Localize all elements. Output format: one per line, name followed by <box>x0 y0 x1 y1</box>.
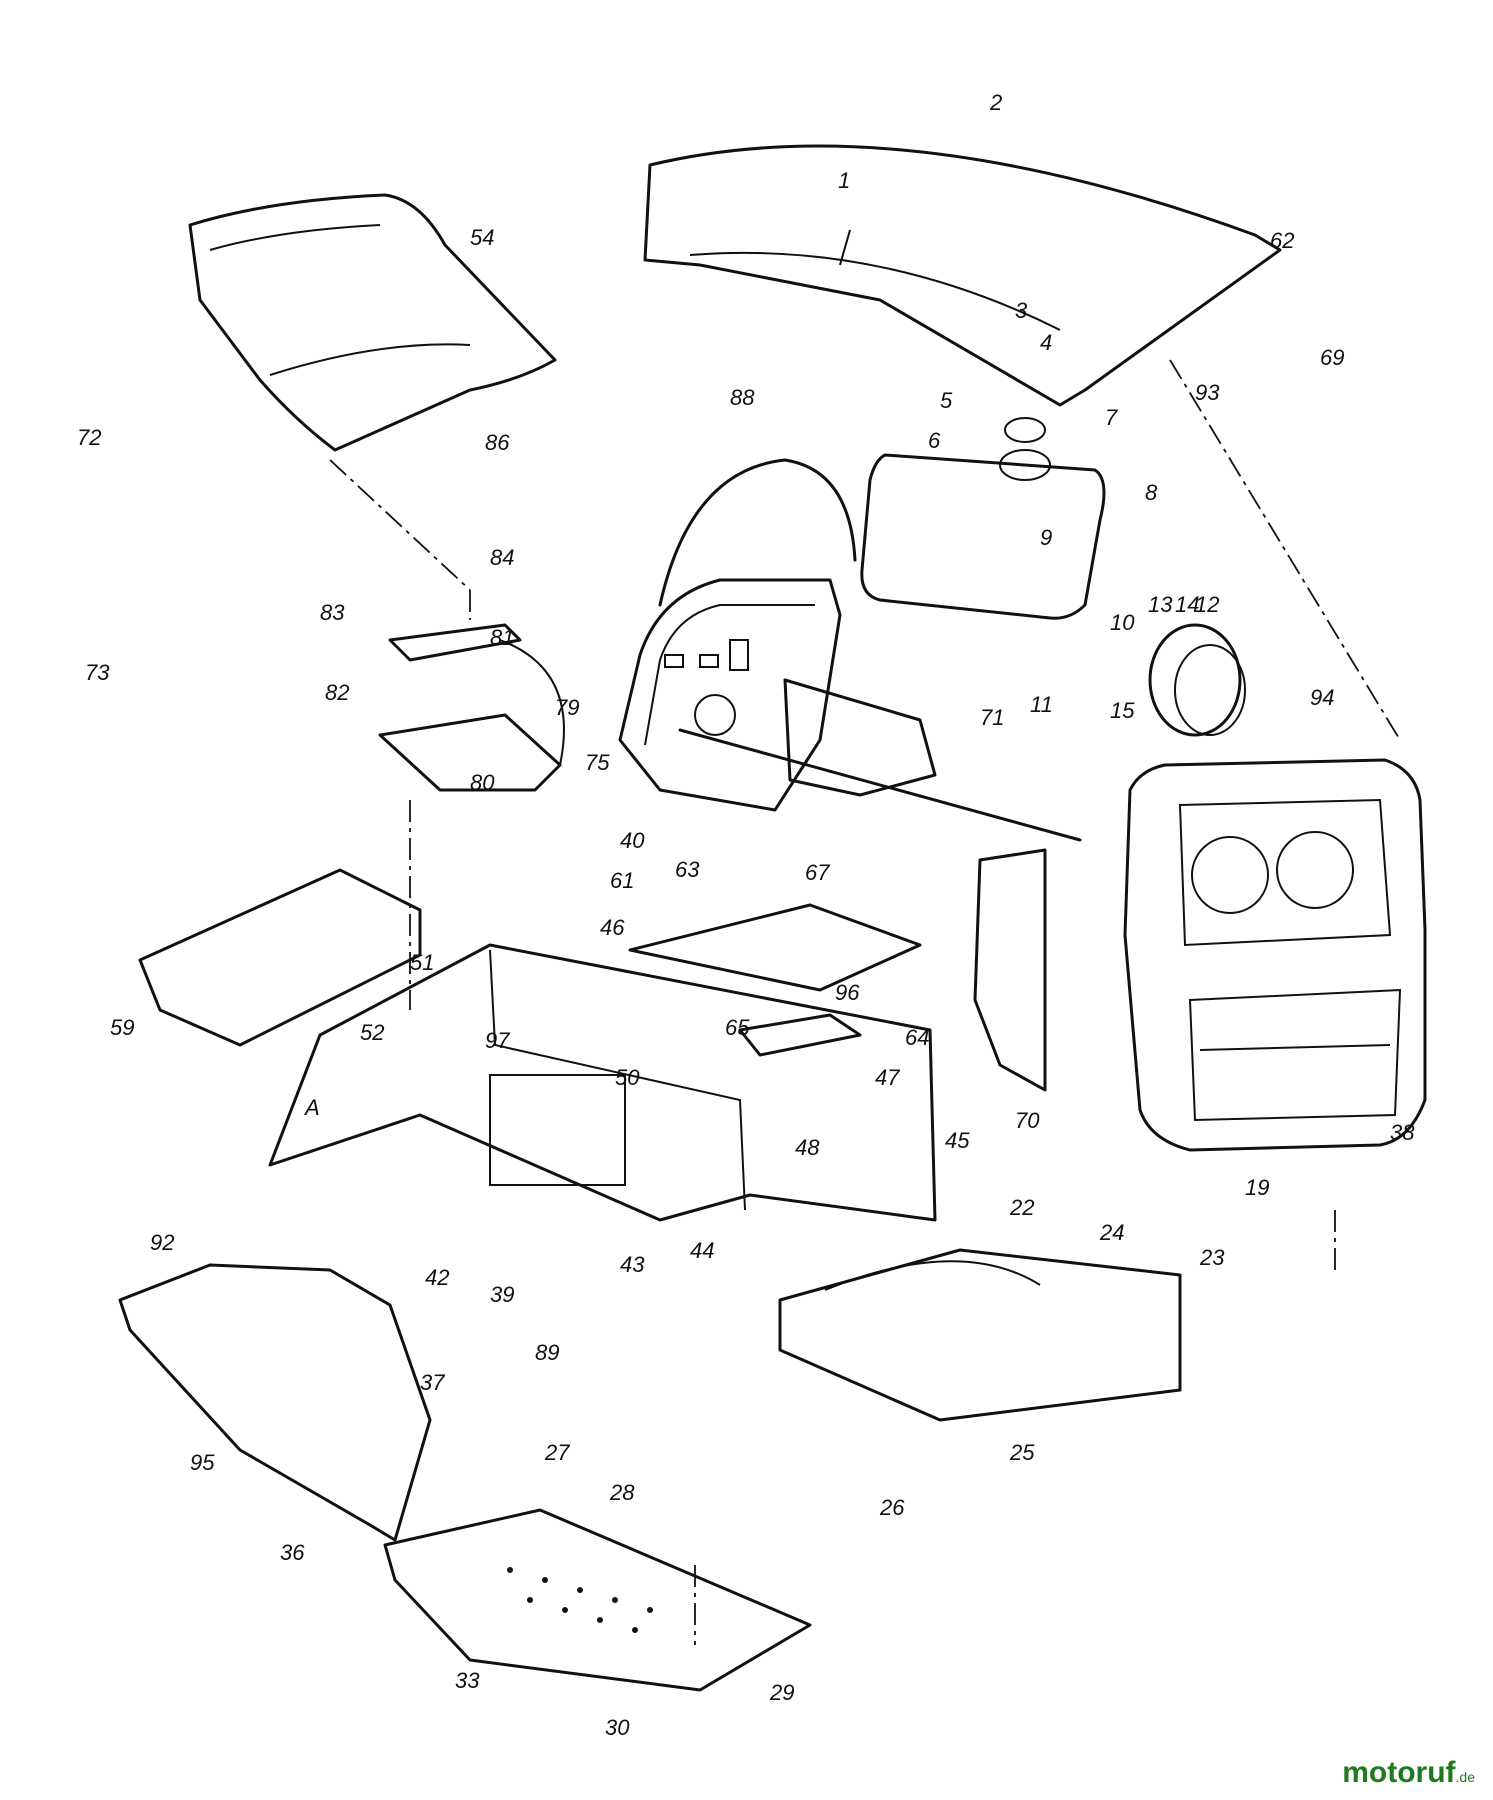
callout-label: 47 <box>875 1065 900 1090</box>
front-grille <box>1123 758 1427 1152</box>
hood <box>643 144 1282 407</box>
callout-label: 92 <box>150 1230 174 1255</box>
callout-label: 61 <box>610 868 634 893</box>
callout-label: 46 <box>600 915 625 940</box>
callout-label: 97 <box>485 1028 510 1053</box>
floor-plate <box>383 1508 812 1692</box>
callout-label: 38 <box>1390 1120 1415 1145</box>
callout-label: 12 <box>1195 592 1219 617</box>
callout-label: 9 <box>1040 525 1052 550</box>
callout-label: 27 <box>544 1440 570 1465</box>
callout-label: 82 <box>325 680 349 705</box>
callout-label: 96 <box>835 980 860 1005</box>
callout-label: 44 <box>690 1238 714 1263</box>
callout-label: 10 <box>1110 610 1135 635</box>
callout-label: 79 <box>555 695 579 720</box>
mount-plate-64 <box>738 1013 862 1057</box>
callout-label: 37 <box>420 1370 445 1395</box>
fuel-line <box>658 458 857 607</box>
callout-label: 83 <box>320 600 345 625</box>
callout-label: 30 <box>605 1715 630 1740</box>
dashboard-panel <box>618 578 842 812</box>
callout-label: 14 <box>1175 592 1199 617</box>
callout-label: 26 <box>879 1495 905 1520</box>
callout-label: 52 <box>360 1020 384 1045</box>
callout-label: 50 <box>615 1065 640 1090</box>
callout-label: 28 <box>609 1480 635 1505</box>
callout-label: 89 <box>535 1340 559 1365</box>
callout-label: 72 <box>77 425 101 450</box>
callout-label: 94 <box>1310 685 1334 710</box>
callout-label: 7 <box>1105 405 1118 430</box>
callout-label: 43 <box>620 1252 645 1277</box>
assembly-lines <box>329 359 1401 1645</box>
callout-label: 4 <box>1040 330 1052 355</box>
callout-label: 36 <box>280 1540 305 1565</box>
callout-label: 63 <box>675 857 700 882</box>
callout-label: 2 <box>989 90 1002 115</box>
callout-label: 64 <box>905 1025 929 1050</box>
callout-label: 25 <box>1009 1440 1035 1465</box>
watermark-suffix: .de <box>1455 1769 1475 1785</box>
fuel-tank <box>860 417 1106 620</box>
callout-label: 1 <box>838 168 850 193</box>
callout-label: 29 <box>769 1680 794 1705</box>
tie-rod <box>678 728 1082 842</box>
callout-label: 15 <box>1110 698 1135 723</box>
callout-label: 75 <box>585 750 610 775</box>
callout-label: 86 <box>485 430 510 455</box>
callout-label: 62 <box>1270 228 1294 253</box>
callout-label: 8 <box>1145 480 1158 505</box>
watermark-logo: motoruf.de <box>1342 1756 1475 1790</box>
seat-bracket <box>378 623 565 792</box>
callout-label: 48 <box>795 1135 820 1160</box>
callout-label: 95 <box>190 1450 215 1475</box>
seat <box>188 193 557 452</box>
battery-tray <box>138 868 422 1047</box>
callout-label: 42 <box>425 1265 449 1290</box>
callout-label: 6 <box>928 428 941 453</box>
side-panel <box>973 848 1047 1092</box>
watermark-text: motoruf <box>1342 1756 1456 1789</box>
callout-label: 80 <box>470 770 495 795</box>
callout-label: 67 <box>805 860 830 885</box>
callout-label: 93 <box>1195 380 1220 405</box>
callout-label: 5 <box>940 388 953 413</box>
rear-frame <box>778 1248 1182 1422</box>
callout-label: 23 <box>1199 1245 1225 1270</box>
callout-label: 81 <box>490 625 514 650</box>
callout-label: 24 <box>1099 1220 1124 1245</box>
callout-label: 33 <box>455 1668 480 1693</box>
running-board <box>118 1263 432 1542</box>
callout-label: 73 <box>85 660 110 685</box>
callout-label: 13 <box>1148 592 1173 617</box>
frame-body <box>268 943 937 1222</box>
callout-label: A <box>303 1095 320 1120</box>
callout-label: 70 <box>1015 1108 1040 1133</box>
callout-label: 88 <box>730 385 755 410</box>
callout-label: 51 <box>410 950 434 975</box>
callout-label: 54 <box>470 225 494 250</box>
callout-label: 11 <box>1030 692 1053 717</box>
callout-label: 71 <box>980 705 1004 730</box>
headlight <box>1148 623 1246 737</box>
callout-label: 59 <box>110 1015 134 1040</box>
callout-label: 45 <box>945 1128 970 1153</box>
callout-label: 22 <box>1009 1195 1034 1220</box>
dash-tray <box>783 678 937 797</box>
callout-label: 19 <box>1245 1175 1269 1200</box>
callout-label: 3 <box>1015 298 1028 323</box>
callout-label: 39 <box>490 1282 514 1307</box>
callout-label: 40 <box>620 828 645 853</box>
callout-label: 84 <box>490 545 514 570</box>
callout-label: 69 <box>1320 345 1344 370</box>
callout-label: 65 <box>725 1015 750 1040</box>
mount-plate-46 <box>628 903 922 992</box>
